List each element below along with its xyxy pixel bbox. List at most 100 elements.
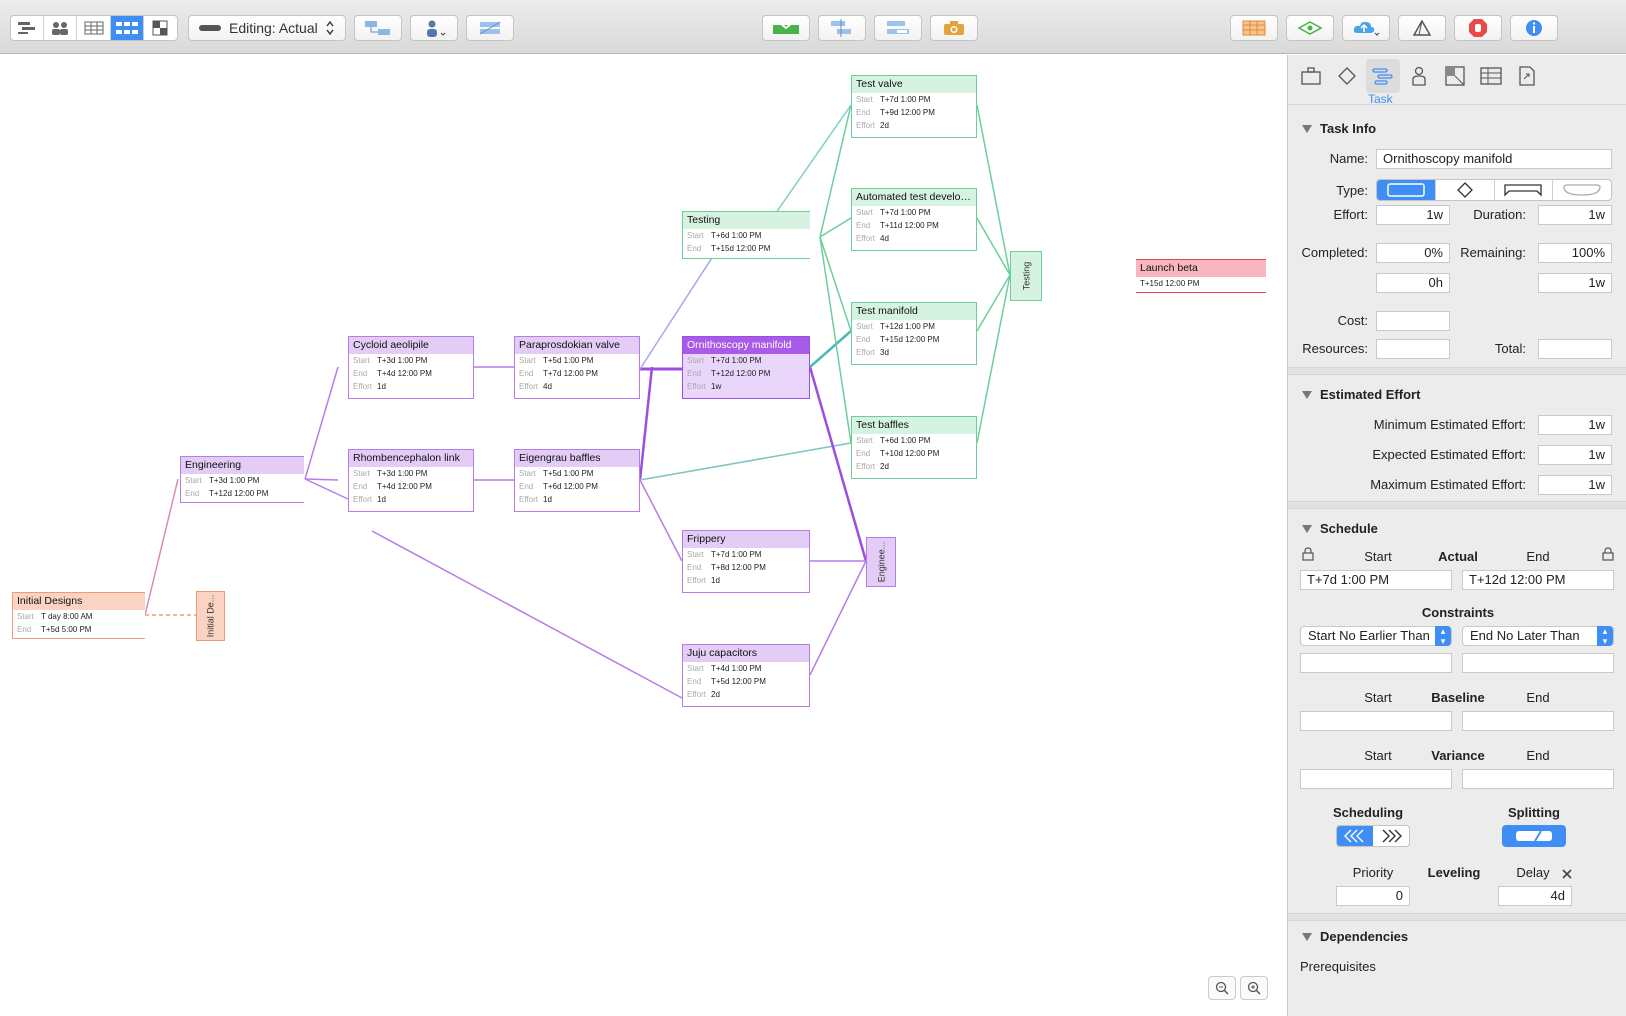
schedule-heading[interactable]: Schedule	[1302, 521, 1378, 536]
tab-milestone[interactable]	[1330, 59, 1364, 93]
dependencies-heading[interactable]: Dependencies	[1302, 929, 1408, 944]
tab-styles[interactable]	[1438, 59, 1472, 93]
scheduling-direction-control[interactable]	[1336, 825, 1410, 847]
milestone-node-launch-beta[interactable]: Launch beta T+15d 12:00 PM	[1136, 259, 1266, 293]
publish-button[interactable]	[1342, 15, 1390, 41]
task-info-heading[interactable]: Task Info	[1302, 121, 1376, 136]
start-label: Start	[856, 95, 873, 104]
max-effort-field[interactable]: 1w	[1538, 475, 1612, 495]
remaining-time-field[interactable]: 1w	[1538, 273, 1612, 293]
task-type-segmented-control[interactable]	[1376, 179, 1612, 201]
tab-resource[interactable]	[1402, 59, 1436, 93]
baseline-start-field[interactable]	[1300, 711, 1452, 731]
lock-end-icon[interactable]	[1602, 547, 1614, 561]
completed-field[interactable]: 0%	[1376, 243, 1450, 263]
total-field[interactable]	[1538, 339, 1612, 359]
end-constraint-date-field[interactable]	[1462, 653, 1614, 673]
remaining-field[interactable]: 100%	[1538, 243, 1612, 263]
variance-start-field[interactable]	[1300, 769, 1452, 789]
styles-view-button[interactable]	[144, 16, 177, 40]
editing-mode-popup[interactable]: Editing: Actual	[188, 15, 346, 41]
lock-start-icon[interactable]	[1302, 547, 1314, 561]
tab-document[interactable]	[1510, 59, 1544, 93]
splitting-toggle[interactable]	[1502, 825, 1566, 847]
delay-field[interactable]: 4d	[1498, 886, 1572, 906]
export-button[interactable]	[1230, 15, 1278, 41]
milestone-engineering[interactable]: Enginee...	[866, 537, 896, 587]
view-mode-segmented-control[interactable]	[10, 15, 178, 41]
type-group-button[interactable]	[1495, 180, 1554, 200]
cloud-upload-icon	[1353, 21, 1380, 36]
expected-effort-field[interactable]: 1w	[1538, 445, 1612, 465]
leveling-button[interactable]	[466, 15, 514, 41]
actual-start-field[interactable]: T+7d 1:00 PM	[1300, 570, 1452, 590]
baseline-end-field[interactable]	[1462, 711, 1614, 731]
constraints-label: Constraints	[1421, 605, 1495, 620]
completed-label: Completed:	[1301, 245, 1368, 260]
schedule-backward-button[interactable]	[1337, 826, 1373, 846]
type-milestone-button[interactable]	[1436, 180, 1495, 200]
gantt-view-icon	[18, 22, 36, 34]
completed-time-field[interactable]: 0h	[1376, 273, 1450, 293]
start-constraint-select[interactable]: Start No Earlier Than▴▾	[1300, 626, 1452, 646]
view-options-button[interactable]	[1286, 15, 1334, 41]
inspector-toggle-button[interactable]	[1510, 15, 1558, 41]
start-value: T day 8:00 AM	[41, 612, 93, 621]
type-label: Type:	[1336, 183, 1368, 198]
zoom-out-button[interactable]	[1208, 976, 1236, 1000]
effort-field[interactable]: 1w	[1376, 205, 1450, 225]
resource-view-button[interactable]	[44, 16, 78, 40]
priority-field[interactable]: 0	[1336, 886, 1410, 906]
clear-delay-icon[interactable]	[1562, 869, 1572, 879]
resources-field[interactable]	[1376, 339, 1450, 359]
estimated-effort-heading[interactable]: Estimated Effort	[1302, 387, 1420, 402]
variance-end-field[interactable]	[1462, 769, 1614, 789]
network-view-button[interactable]	[110, 16, 144, 40]
calendar-view-button[interactable]	[77, 16, 111, 40]
milestone-testing[interactable]: Testing	[1010, 251, 1042, 301]
min-effort-field[interactable]: 1w	[1538, 415, 1612, 435]
effort-label: Effort	[856, 348, 875, 357]
set-baseline-button[interactable]	[930, 15, 978, 41]
critical-path-button[interactable]	[1398, 15, 1446, 41]
reschedule-button[interactable]	[818, 15, 866, 41]
assign-resource-button[interactable]	[410, 15, 458, 41]
milestone-initial-designs[interactable]: Initial De...	[196, 591, 225, 641]
stop-button[interactable]	[1454, 15, 1502, 41]
task-name-field[interactable]: Ornithoscopy manifold	[1376, 149, 1612, 169]
zoom-in-button[interactable]	[1240, 976, 1268, 1000]
type-hammock-button[interactable]	[1553, 180, 1611, 200]
tab-task[interactable]	[1366, 59, 1400, 93]
gantt-view-button[interactable]	[11, 16, 45, 40]
end-constraint-select[interactable]: End No Later Than▴▾	[1462, 626, 1614, 646]
catch-up-button[interactable]	[762, 15, 810, 41]
track-changes-button[interactable]	[874, 15, 922, 41]
disclosure-triangle-icon	[1302, 125, 1312, 133]
tab-project[interactable]	[1294, 59, 1328, 93]
connect-tasks-button[interactable]	[354, 15, 402, 41]
actual-end-field[interactable]: T+12d 12:00 PM	[1462, 570, 1614, 590]
tab-table[interactable]	[1474, 59, 1508, 93]
duration-field[interactable]: 1w	[1538, 205, 1612, 225]
start-constraint-date-field[interactable]	[1300, 653, 1452, 673]
schedule-forward-button[interactable]	[1373, 826, 1409, 846]
cost-field[interactable]	[1376, 311, 1450, 331]
type-task-button[interactable]	[1377, 180, 1436, 200]
